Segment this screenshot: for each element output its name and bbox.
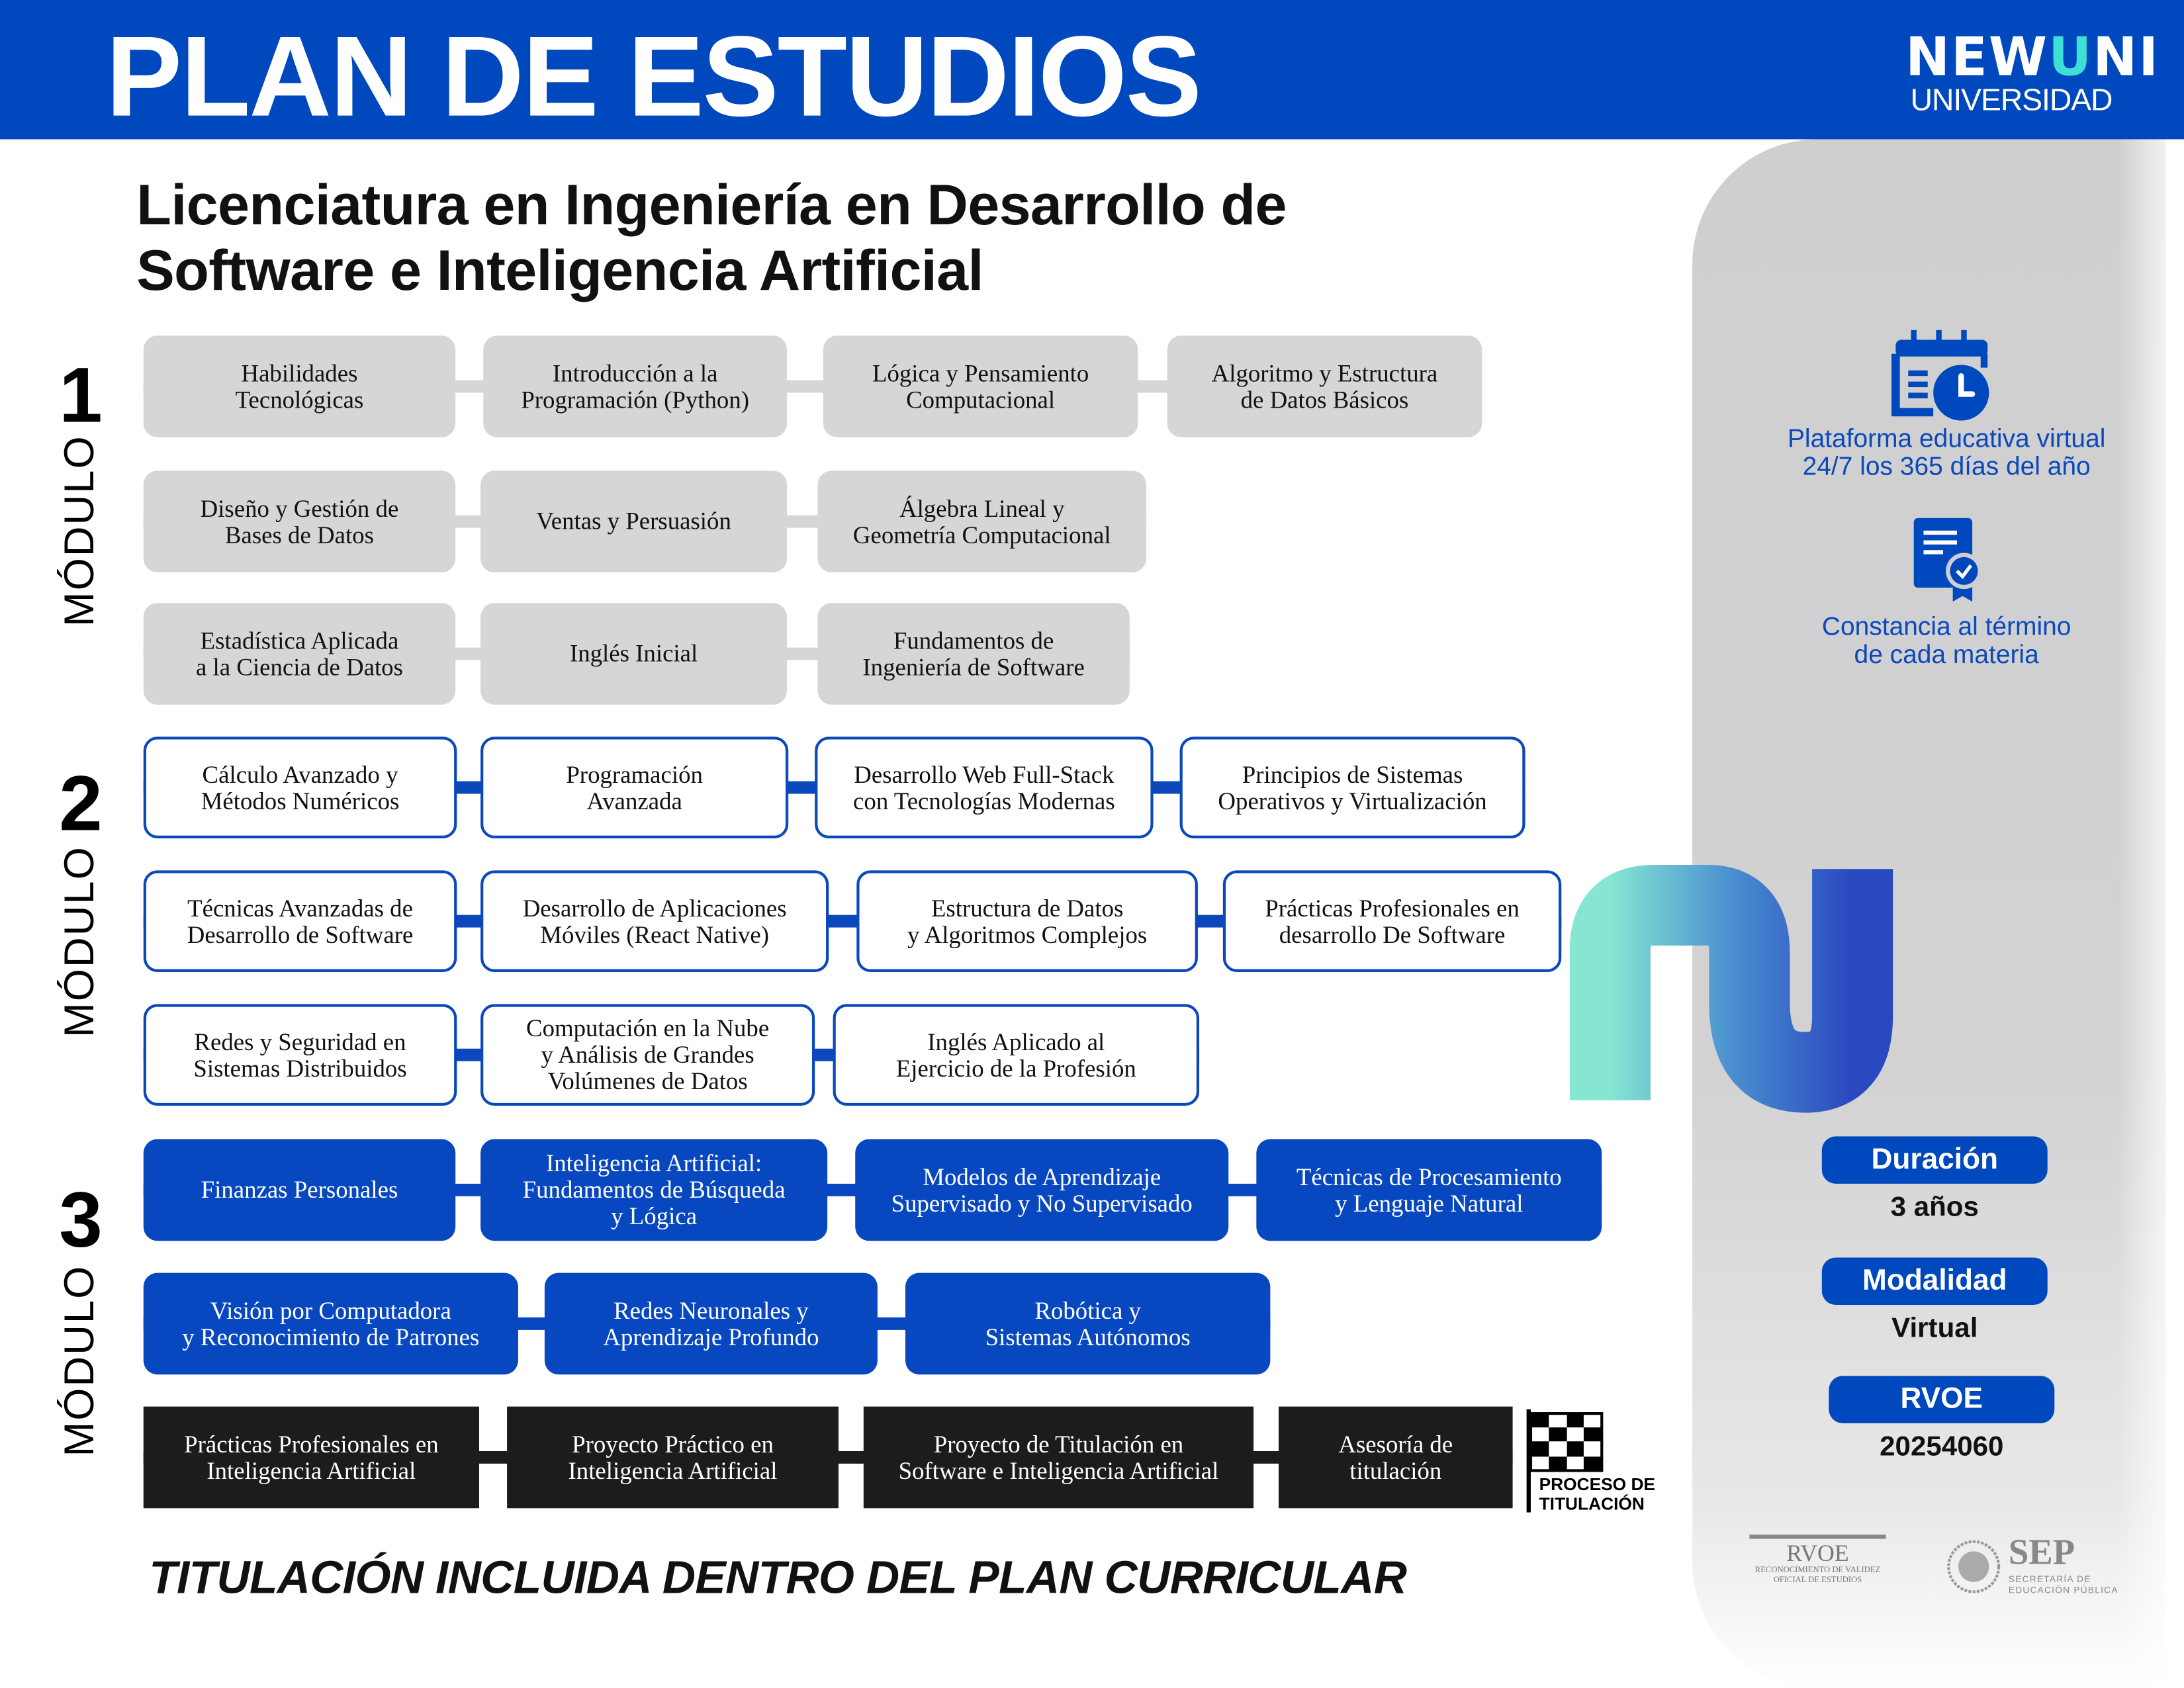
course-box: Diseño y Gestión de Bases de Datos [143,470,456,572]
seal-bar [1749,1534,1886,1539]
course-box: Lógica y Pensamiento Computacional [823,335,1138,437]
sep-caption: Secretaría de Educación Pública [2008,1575,2118,1596]
module-1-number: 1 [59,351,103,439]
modality-value: Virtual [1891,1313,1978,1344]
course-box: Prácticas Profesionales en Inteligencia … [143,1406,479,1509]
logo-wordmark: NEWUNI [1905,30,2158,83]
course-box: Redes y Seguridad en Sistemas Distribuid… [143,1004,457,1106]
module-2-label: MÓDULO [57,846,103,1038]
module-1-label: MÓDULO [57,435,103,627]
checkered-flag-icon [1526,1409,1604,1513]
rvoe-value: 20254060 [1880,1431,2004,1462]
calendar-clock-icon [1891,330,1989,421]
course-box: Inteligencia Artificial: Fundamentos de … [480,1139,828,1241]
rvoe-label: RVOE [1829,1376,2055,1423]
course-box: Inglés Aplicado al Ejercicio de la Profe… [833,1004,1200,1106]
course-box: Álgebra Lineal y Geometría Computacional [817,470,1147,572]
course-box: Introducción a la Programación (Python) [483,335,788,437]
course-box: Desarrollo de Aplicaciones Móviles (Reac… [480,870,829,973]
rvoe-seal: RVOE Reconocimiento de Validez Oficial d… [1749,1534,1886,1586]
logo-subtitle: UNIVERSIDAD [1910,82,2113,117]
course-box: Modelos de Aprendizaje Supervisado y No … [855,1139,1229,1241]
sep-logo: SEP Secretaría de Educación Pública [1944,1534,2126,1599]
feature-virtual-platform: Plataforma educativa virtual 24/7 los 36… [1787,423,2106,481]
module-3-number: 3 [59,1175,103,1263]
course-box: Técnicas Avanzadas de Desarrollo de Soft… [143,870,457,973]
course-box: Técnicas de Procesamiento y Lenguaje Nat… [1256,1139,1602,1241]
course-box: Cálculo Avanzado y Métodos Numéricos [143,736,457,838]
feature-certificate: Constancia al término de cada materia [1821,611,2071,669]
program-title: Licenciatura en Ingeniería en Desarrollo… [136,173,1287,304]
logo-part: NEW [1905,26,2049,88]
certificate-icon [1913,517,1982,602]
course-box: Robótica y Sistemas Autónomos [905,1272,1271,1375]
footer-note: TITULACIÓN INCLUIDA DENTRO DEL PLAN CURR… [149,1551,1407,1603]
panel-shade [2116,139,2184,1688]
header-bar: PLAN DE ESTUDIOS NEWUNI UNIVERSIDAD [0,0,2184,141]
course-box: Proyecto de Titulación en Software e Int… [863,1406,1254,1509]
course-box: Principios de Sistemas Operativos y Virt… [1179,736,1525,838]
logo-part: NI [2093,26,2160,88]
course-box: Finanzas Personales [143,1139,456,1241]
course-box: Inglés Inicial [480,603,788,705]
modality-label: Modalidad [1821,1257,2048,1306]
course-box: Proyecto Práctico en Inteligencia Artifi… [507,1406,839,1509]
course-box: Estadística Aplicada a la Ciencia de Dat… [143,603,456,705]
logo-part: U [2048,26,2093,88]
course-box: Programación Avanzada [480,736,789,838]
course-box: Prácticas Profesionales en desarrollo De… [1222,870,1562,973]
program-title-line: Software e Inteligencia Artificial [136,238,983,302]
module-2-number: 2 [59,759,103,847]
course-box: Ventas y Persuasión [480,470,788,572]
course-box: Visión por Computadora y Reconocimiento … [143,1272,518,1375]
sep-title: SEP [2008,1532,2075,1573]
newuni-logo: NEWUNI UNIVERSIDAD [1905,30,2158,117]
coat-of-arms-icon [1947,1540,2001,1593]
course-box: Algoritmo y Estructura de Datos Básicos [1167,335,1482,437]
course-box: Estructura de Datos y Algoritmos Complej… [856,870,1198,973]
rvoe-seal-caption: Reconocimiento de Validez Oficial de Est… [1754,1566,1881,1585]
course-box: Habilidades Tecnológicas [143,335,456,437]
row-connector [143,380,1482,393]
course-box: Desarrollo Web Full-Stack con Tecnología… [815,736,1154,838]
program-title-line: Licenciatura en Ingeniería en Desarrollo… [136,172,1287,237]
duration-label: Duración [1821,1136,2048,1184]
course-box: Redes Neuronales y Aprendizaje Profundo [544,1272,878,1375]
duration-value: 3 años [1890,1192,1979,1223]
module-3-label: MÓDULO [57,1265,103,1457]
course-box: Asesoría de titulación [1279,1406,1513,1509]
rvoe-seal-title: RVOE [1786,1540,1849,1567]
titulacion-process-label: PROCESO DE TITULACIÓN [1539,1474,1656,1514]
brand-n-symbol [1569,864,1893,1113]
course-box: Fundamentos de Ingeniería de Software [817,603,1130,705]
course-box: Computación en la Nube y Análisis de Gra… [480,1004,815,1106]
page-title: PLAN DE ESTUDIOS [105,14,1202,141]
